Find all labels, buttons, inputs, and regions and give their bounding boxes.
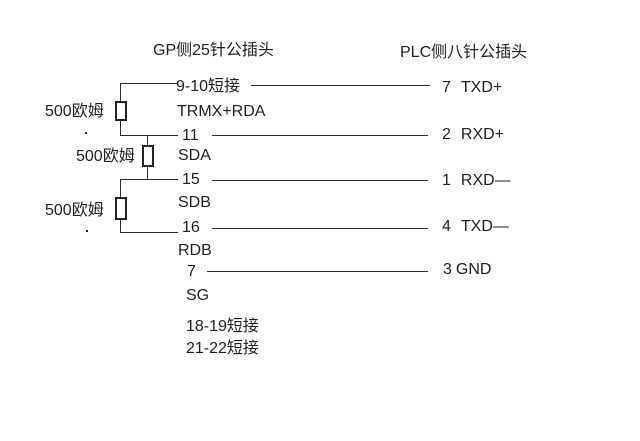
- plc-pin-4-txd-minus: 4 TXD—: [442, 218, 509, 235]
- wire-row3-right: [212, 180, 428, 181]
- wire-row5-right: [207, 271, 428, 272]
- gp-signal-rdb: RDB: [178, 242, 212, 259]
- plc-pin-number: 3: [443, 261, 452, 278]
- note-18-19-short: 18-19短接: [186, 318, 259, 335]
- wire-row3-left: [120, 179, 178, 180]
- wire-row2-left: [120, 135, 178, 136]
- gp-pin-7: 7: [187, 263, 196, 280]
- resistor1-label: 500欧姆: [45, 103, 104, 120]
- plc-pin-number: 4: [442, 218, 451, 235]
- stray-dot-2: [86, 230, 88, 232]
- plc-pin-number: 1: [442, 172, 451, 189]
- gp-signal-sg: SG: [186, 287, 210, 304]
- wire-row1-right: [251, 85, 430, 86]
- plc-pin-signal: TXD+: [460, 79, 503, 96]
- resistor3-label: 500欧姆: [45, 202, 104, 219]
- plc-connector-title: PLC侧八针公插头: [400, 44, 528, 61]
- plc-pin-signal: GND: [455, 261, 492, 278]
- plc-pin-7-txd-plus: 7 TXD+: [442, 79, 502, 96]
- wire-row1-left: [120, 83, 177, 84]
- wire-row4-left: [120, 232, 178, 233]
- resistor2-body-icon: [142, 145, 154, 167]
- plc-pin-3-gnd: 3 GND: [443, 261, 491, 278]
- gp-pin-15: 15: [182, 171, 200, 188]
- plc-pin-2-rxd-plus: 2 RXD+: [442, 126, 504, 143]
- wire-row2-right: [212, 135, 428, 136]
- plc-pin-1-rxd-minus: 1 RXD—: [442, 172, 511, 189]
- note-21-22-short: 21-22短接: [186, 340, 259, 357]
- plc-pin-signal: RXD+: [460, 126, 505, 143]
- gp-pin-9-10: 9-10短接: [176, 78, 241, 95]
- gp-pin-16: 16: [182, 219, 200, 236]
- gp-pin-11: 11: [182, 127, 199, 144]
- plc-pin-number: 2: [442, 126, 451, 143]
- resistor1-body-icon: [115, 101, 127, 121]
- gp-signal-trmx-rda: TRMX+RDA: [177, 103, 266, 120]
- plc-pin-signal: RXD—: [460, 172, 511, 189]
- gp-connector-title: GP侧25针公插头: [153, 42, 274, 59]
- plc-pin-signal: TXD—: [460, 218, 509, 235]
- plc-pin-number: 7: [442, 79, 451, 96]
- resistor3-body-icon: [115, 197, 127, 220]
- stray-dot-1: [85, 132, 87, 134]
- resistor2-label: 500欧姆: [76, 148, 135, 165]
- wire-row4-right: [212, 228, 428, 229]
- gp-signal-sda: SDA: [178, 147, 211, 164]
- gp-signal-sdb: SDB: [178, 194, 211, 211]
